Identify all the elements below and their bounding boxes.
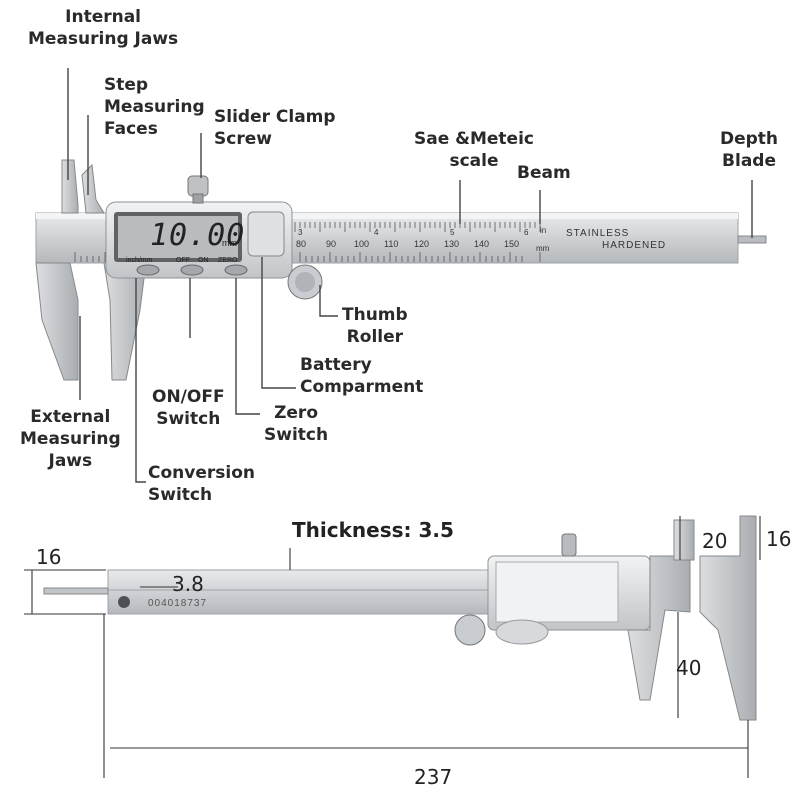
- battery-compartment: [247, 211, 285, 257]
- dim-overall-length: 237: [414, 765, 453, 789]
- button-label-zero: ZERO: [218, 257, 238, 264]
- label-zero: Zero Switch: [264, 402, 328, 446]
- mm-tick-label: 90: [326, 239, 337, 249]
- label-line: scale: [449, 151, 499, 171]
- label-line: Switch: [156, 409, 221, 429]
- label-line: Battery: [300, 355, 372, 375]
- fixed-jaw: [61, 159, 79, 214]
- label-onoff: ON/OFF Switch: [152, 386, 225, 430]
- label-line: Measuring Jaws: [28, 29, 179, 49]
- label-line: Thumb: [342, 305, 408, 325]
- label-conversion: Conversion Switch: [148, 462, 255, 506]
- label-line: Comparment: [300, 377, 424, 397]
- mm-tick-label: 80: [296, 239, 307, 249]
- label-sae-scale: Sae &Meteic scale: [414, 128, 534, 172]
- label-thumb-roller: Thumb Roller: [342, 304, 408, 348]
- button-label-on: ON: [198, 257, 209, 264]
- onoff-button[interactable]: [180, 264, 204, 276]
- label-battery: Battery Comparment: [300, 354, 423, 398]
- dim-depth-thickness: 3.8: [172, 572, 204, 596]
- label-line: Sae &Meteic: [414, 129, 534, 149]
- inch-tick-label: 4: [374, 228, 379, 237]
- dim-jaw-lower: 40: [676, 656, 702, 680]
- label-internal-jaws: Internal Measuring Jaws: [28, 6, 178, 50]
- label-beam: Beam: [517, 163, 571, 183]
- dim-jaw-top-inner: 20: [702, 529, 728, 553]
- depth-rod: [43, 587, 109, 595]
- mm-tick-label: 100: [354, 239, 370, 249]
- conversion-button[interactable]: [136, 264, 160, 276]
- label-line: Roller: [346, 327, 404, 347]
- lcd-display-value: 10.00: [150, 218, 246, 253]
- jaws-side: [627, 555, 691, 701]
- label-line: Measuring: [20, 429, 121, 449]
- label-line: ON/OFF: [152, 387, 225, 407]
- label-line: Step: [104, 75, 149, 95]
- label-line: Switch: [148, 485, 213, 505]
- button-label-off: OFF: [176, 257, 190, 264]
- mm-tick-label: 110: [384, 239, 399, 249]
- label-line: Conversion: [148, 463, 255, 483]
- label-step-faces: Step Measuring Faces: [104, 74, 205, 140]
- serial-number: 004018737: [148, 598, 208, 609]
- unit-in: in: [540, 226, 547, 235]
- label-line: Jaws: [48, 451, 93, 471]
- label-line: Zero: [274, 403, 318, 423]
- label-line: Faces: [104, 119, 158, 139]
- inch-tick-label: 5: [450, 228, 455, 237]
- clamp-screw: [187, 175, 209, 197]
- label-line: External: [30, 407, 111, 427]
- dim-thickness: Thickness: 3.5: [292, 518, 454, 542]
- label-depth-blade: Depth Blade: [720, 128, 778, 172]
- label-slider-clamp: Slider Clamp Screw: [214, 106, 336, 150]
- sliding-jaw: [81, 163, 105, 214]
- button-label-inch-mm: inch/mm: [126, 257, 153, 264]
- beam-text-hardened: HARDENED: [602, 240, 667, 251]
- mm-tick-label: 140: [474, 239, 490, 249]
- zero-button[interactable]: [224, 264, 248, 276]
- dim-depth-width: 16: [36, 545, 62, 569]
- beam-scale: [74, 222, 541, 262]
- label-external-jaws: External Measuring Jaws: [20, 406, 121, 472]
- dim-jaw-top-outer: 16: [766, 527, 792, 551]
- label-line: Internal: [65, 7, 142, 27]
- unit-mm: mm: [536, 244, 550, 253]
- label-line: Depth: [720, 129, 779, 149]
- label-line: Measuring: [104, 97, 205, 117]
- label-line: Switch: [264, 425, 329, 445]
- mm-tick-label: 150: [504, 239, 520, 249]
- label-line: Blade: [722, 151, 776, 171]
- lcd-unit: mm: [222, 238, 237, 248]
- mm-tick-label: 130: [444, 239, 460, 249]
- inch-tick-label: 3: [298, 228, 303, 237]
- label-line: Screw: [214, 129, 272, 149]
- beam-text-stainless: STAINLESS: [566, 228, 630, 239]
- label-line: Slider Clamp: [214, 107, 336, 127]
- mm-tick-label: 120: [414, 239, 430, 249]
- inch-tick-label: 6: [524, 228, 529, 237]
